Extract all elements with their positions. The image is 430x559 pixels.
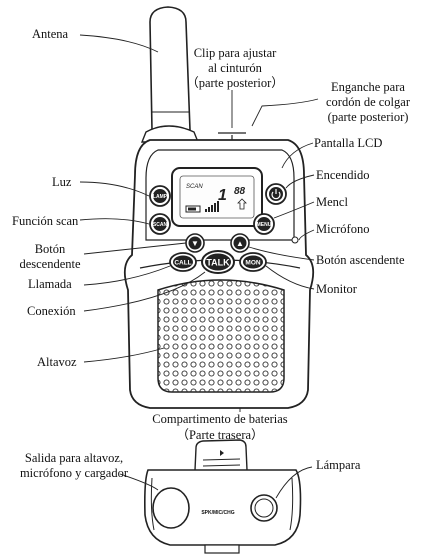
- label-baterias-line2: （Parte trasera）: [176, 428, 264, 442]
- lcd-channel: 1: [218, 187, 227, 204]
- down-button[interactable]: [185, 233, 205, 253]
- scan-button[interactable]: [149, 213, 171, 235]
- label-clip-line2: al cinturón: [208, 61, 262, 75]
- label-funcion-scan: Función scan: [12, 214, 79, 228]
- label-menu: Mencl: [316, 195, 348, 209]
- talk-button-label: TALK: [206, 258, 230, 268]
- call-button-label: CALL: [174, 260, 191, 267]
- lcd-code: 88: [234, 186, 246, 197]
- scan-button-label: SCAN: [153, 222, 168, 228]
- label-conexion: Conexión: [27, 304, 76, 318]
- label-enganche-line1: Enganche para: [331, 80, 405, 94]
- up-button[interactable]: [230, 233, 250, 253]
- leader-lines: [79, 34, 319, 499]
- label-boton-desc-line1: Botón: [34, 242, 66, 256]
- label-boton-desc-line2: descendente: [19, 257, 81, 271]
- label-salida-line2: micrófono y cargador: [19, 466, 129, 480]
- label-enganche-line3: (parte posterior): [327, 110, 409, 124]
- label-luz: Luz: [52, 175, 72, 189]
- label-monitor: Monitor: [316, 282, 357, 296]
- label-llamada: Llamada: [28, 277, 72, 291]
- bottom-view: [144, 439, 302, 554]
- lamp-button[interactable]: [149, 185, 171, 207]
- label-lampara: Lámpara: [316, 458, 361, 472]
- label-pantalla-lcd: Pantalla LCD: [314, 136, 383, 150]
- label-clip-line1: Clip para ajustar: [193, 46, 277, 60]
- jack-label: SPK/MIC/CHG: [201, 510, 234, 516]
- call-button[interactable]: [169, 252, 197, 272]
- lamp-button-label: LAMP: [153, 194, 168, 200]
- label-boton-ascendente: Botón ascendente: [316, 253, 405, 267]
- jack-cover[interactable]: [152, 487, 190, 529]
- label-clip-line3: （parte posterior）: [186, 76, 284, 90]
- monitor-button[interactable]: [239, 252, 267, 272]
- label-microfono: Micrófono: [316, 222, 370, 236]
- label-salida-line1: Salida para altavoz,: [24, 451, 124, 465]
- label-antena: Antena: [32, 27, 69, 41]
- power-icon: [271, 191, 281, 200]
- label-baterias-line1: Compartimento de baterias: [152, 412, 288, 426]
- monitor-button-label: MON: [245, 260, 260, 267]
- menu-button-label: MENU: [257, 222, 272, 228]
- down-arrow-icon: ▼: [191, 239, 199, 248]
- power-button[interactable]: [265, 183, 287, 205]
- label-enganche-line2: cordón de colgar: [326, 95, 410, 109]
- antenna: [140, 6, 200, 143]
- speaker-grille: [157, 279, 285, 393]
- label-encendido: Encendido: [316, 168, 370, 182]
- talk-button[interactable]: [201, 250, 235, 274]
- lamp-lens: [250, 494, 278, 522]
- lcd-mode: SCAN: [186, 184, 203, 190]
- up-arrow-icon: ▲: [236, 239, 244, 248]
- lcd-screen: [171, 167, 263, 227]
- menu-button[interactable]: [253, 213, 275, 235]
- label-altavoz: Altavoz: [37, 355, 77, 369]
- microphone-hole: [291, 236, 299, 244]
